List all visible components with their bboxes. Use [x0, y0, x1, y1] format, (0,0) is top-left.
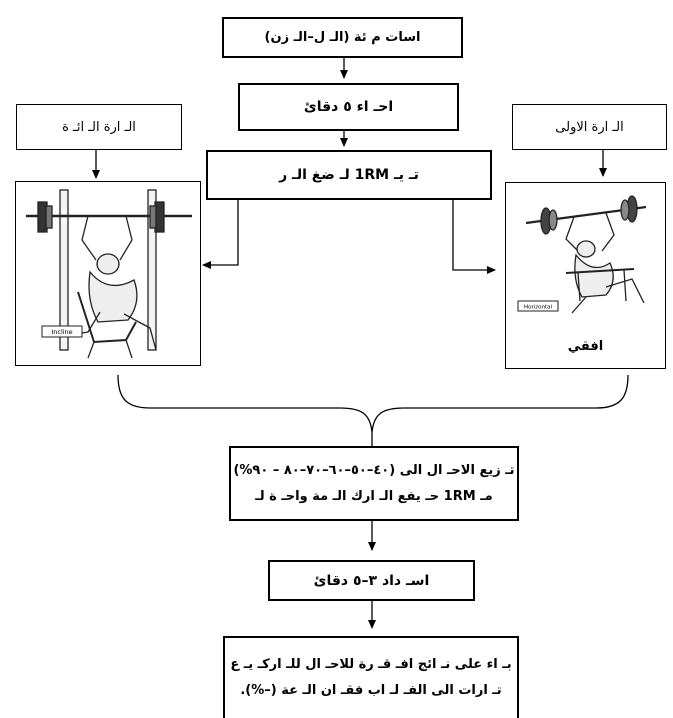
warmup-text: احـ اء ٥ دقائ: [303, 99, 394, 115]
right-label-box: الـ ارة الاولى: [512, 104, 667, 150]
distribution-box: تـ زيع الاحـ ال الى (٤٠–٥٠–٦٠–٧٠–٨٠ – ٩٠…: [229, 446, 519, 521]
final-box: بـ اء على نـ ائج افـ قـ رة للاحـ ال للـ …: [223, 636, 519, 718]
final-line-2: تـ ارات الى الفـ لـ اب فقـ ان الـ عة (–%…: [240, 683, 502, 698]
distribution-line-1: تـ زيع الاحـ ال الى (٤٠–٥٠–٦٠–٧٠–٨٠ – ٩٠…: [233, 462, 515, 478]
top-box-text: اسات م ئة (الـ ل–الـ زن): [264, 30, 421, 45]
horizontal-tag: Horizontal: [524, 305, 553, 311]
incline-bench-illustration: Incline: [26, 189, 192, 359]
rm-test-text: تـ يـ 1RM لـ ضغ الـ ر: [279, 167, 419, 183]
incline-bench-image: Incline: [15, 181, 201, 366]
horizontal-caption: افقي: [567, 339, 604, 354]
horizontal-bench-image: Horizontal افقي: [505, 182, 666, 369]
right-label-text: الـ ارة الاولى: [555, 119, 624, 135]
final-line-1: بـ اء على نـ ائج افـ قـ رة للاحـ ال للـ …: [230, 657, 512, 672]
arrow-test-to-right: [452, 200, 496, 274]
rest-text: اسـ داد ٣–٥ دقائ: [313, 572, 430, 589]
rm-test-box: تـ يـ 1RM لـ ضغ الـ ر: [206, 150, 492, 200]
warmup-box: احـ اء ٥ دقائ: [238, 83, 459, 131]
distribution-line-2: مـ 1RM حـ يفع الـ ارك الـ مة واحـ ة لـ: [255, 488, 493, 504]
arrow-test-to-left: [202, 200, 239, 269]
left-label-box: الـ ارة الـ ائـ ة: [16, 104, 182, 150]
incline-tag: Incline: [51, 328, 72, 336]
left-label-text: الـ ارة الـ ائـ ة: [62, 119, 136, 135]
rest-box: اسـ داد ٣–٥ دقائ: [268, 560, 475, 601]
brace: [117, 374, 629, 433]
top-box: اسات م ئة (الـ ل–الـ زن): [222, 17, 463, 58]
horizontal-bench-illustration: Horizontal: [517, 195, 647, 314]
